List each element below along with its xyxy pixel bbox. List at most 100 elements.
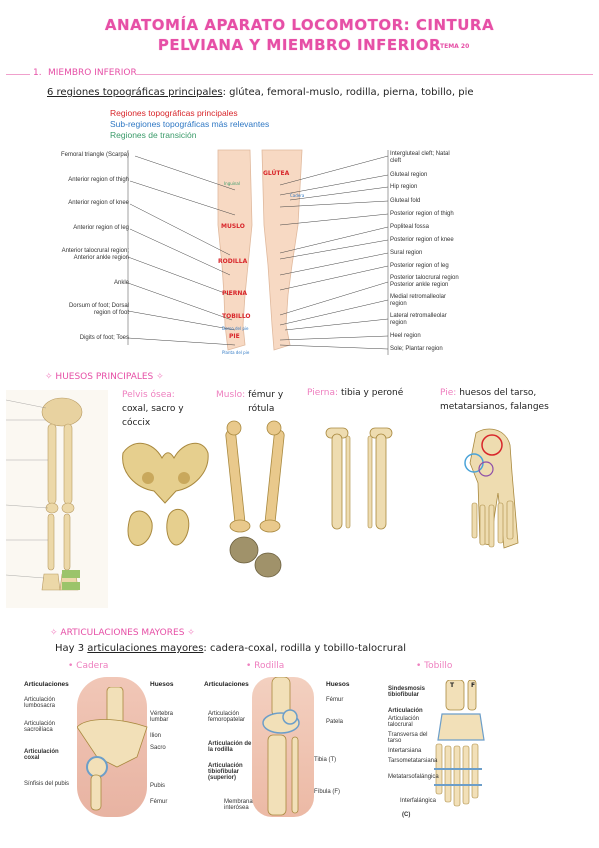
knee-right-3: Tibia (T): [314, 757, 337, 763]
right-label-2: Gluteal region: [390, 172, 428, 178]
articulaciones-subtitle: Hay 3 articulaciones mayores: cadera-cox…: [55, 643, 406, 654]
knee-joint-figure: Articulaciones Huesos Articulación femor…: [204, 677, 364, 817]
left-label-7: Dorsum of foot; Dorsal region of foot: [68, 303, 129, 316]
pierna-label: Pierna:: [307, 388, 339, 398]
ankle-bone-t: T: [450, 682, 455, 689]
right-label-4: Gluteal fold: [390, 198, 421, 204]
title-line-2: PELVIANA Y MIEMBRO INFERIOR: [157, 36, 442, 54]
label-pie: PIE: [229, 333, 240, 340]
section-divider: [6, 74, 30, 75]
hip-right-5: Fémur: [150, 799, 168, 805]
pelvis-bone-image: [122, 443, 209, 546]
ankle-label-1: Sindesmosis tibiofibular: [388, 686, 426, 698]
subtitle-underlined: articulaciones mayores: [87, 643, 204, 654]
pierna-text: tibia y peroné: [340, 388, 404, 398]
knee-right-1: Fémur: [326, 697, 344, 703]
ankle-joint-figure: T F Sindesmosis tibiofibular Articulació…: [388, 680, 498, 820]
hip-left-1: Articulación lumbosacra: [24, 697, 56, 709]
subtitle-underlined: 6 regiones topográficas principales: [47, 87, 223, 98]
label-tobillo: TOBILLO: [222, 313, 251, 320]
right-label-11: Medial retromalleolar region: [390, 294, 447, 307]
tobillo-label: Tobillo: [424, 661, 453, 671]
right-label-8: Sural region: [390, 250, 423, 256]
ankle-label-5: Intertarsiana: [388, 748, 422, 754]
cadera-caption: • Cadera: [68, 661, 109, 671]
pierna-caption: Pierna: tibia y peroné: [307, 388, 403, 398]
label-inguinal: Inguinal: [224, 181, 240, 186]
articulaciones-heading-text: ARTICULACIONES MAYORES: [60, 628, 185, 638]
tibia-bone-image: [325, 427, 393, 530]
hip-left-3: Articulación coxal: [24, 749, 59, 761]
label-rodilla: RODILLA: [218, 258, 248, 265]
huesos-heading: ✧ HUESOS PRINCIPALES ✧: [45, 372, 164, 382]
pie-text: huesos del tarso, metatarsianos, falange…: [440, 388, 549, 412]
title-line-1: ANATOMÍA APARATO LOCOMOTOR: CINTURA: [104, 16, 495, 34]
ankle-bone-f: F: [471, 682, 476, 689]
right-label-6: Popliteal fossa: [390, 224, 430, 230]
muslo-caption: Muslo: fémur y rótula: [216, 388, 312, 416]
section-heading: MIEMBRO INFERIOR: [48, 68, 137, 78]
knee-left-3: Articulación tibiofibular (superior): [208, 763, 243, 781]
right-label-14: Sole; Plantar region: [390, 346, 443, 352]
legend-blue: Sub-regiones topográficas más relevantes: [110, 119, 270, 129]
articulaciones-heading: ✧ ARTICULACIONES MAYORES ✧: [50, 628, 195, 638]
label-pierna: PIERNA: [222, 290, 248, 297]
right-label-3: Hip region: [390, 184, 418, 190]
hip-right-1: Vértebra lumbar: [150, 711, 174, 723]
pelvis-label: Pelvis ósea:: [122, 390, 175, 400]
knee-right-header: Huesos: [326, 681, 350, 688]
rodilla-caption: • Rodilla: [246, 661, 285, 671]
hip-joint-figure: Articulaciones Huesos Articulación lumbo…: [22, 677, 182, 817]
sparkle-icon: ✧: [50, 628, 58, 638]
label-planta: Planta del pie: [222, 350, 250, 355]
ankle-label-2: Articulación: [388, 708, 423, 714]
knee-right-2: Patela: [326, 719, 344, 725]
hip-right-3: Sacro: [150, 745, 166, 751]
femur-bone-image: [225, 420, 285, 578]
tobillo-caption: • Tobillo: [416, 661, 453, 671]
knee-left-header: Articulaciones: [204, 681, 249, 688]
knee-right-4: Fíbula (F): [314, 789, 341, 795]
right-label-13: Heel region: [390, 333, 421, 339]
left-label-3: Anterior region of knee: [68, 200, 129, 206]
huesos-heading-text: HUESOS PRINCIPALES: [55, 372, 154, 382]
ankle-label-6: Tarsometatarsiana: [388, 758, 438, 764]
hip-right-2: Ilion: [150, 733, 162, 739]
hip-left-header: Articulaciones: [24, 681, 69, 688]
tema-label: TEMA 20: [440, 43, 470, 50]
pie-label: Pie:: [440, 388, 457, 398]
pelvis-text: coxal, sacro y cóccix: [122, 404, 184, 428]
skeleton-diagram: [5, 390, 108, 608]
sparkle-icon: ✧: [187, 628, 195, 638]
knee-left-2: Articulación de la rodilla: [208, 741, 252, 753]
ankle-label-4: Transversa del tarso: [388, 732, 428, 744]
subtitle-rest: : glútea, femoral-muslo, rodilla, pierna…: [222, 87, 474, 98]
label-cadera: Cadera: [290, 193, 305, 198]
hip-right-4: Pubis: [150, 783, 166, 789]
right-label-7: Posterior region of knee: [390, 237, 454, 243]
cadera-label: Cadera: [76, 661, 109, 671]
ankle-label-3: Articulación talocrural: [388, 716, 420, 728]
label-muslo: MUSLO: [221, 223, 245, 230]
foot-bone-image: [464, 428, 519, 549]
right-label-9: Posterior region of leg: [390, 263, 449, 269]
subtitle-rest: : cadera-coxal, rodilla y tobillo-talocr…: [203, 643, 407, 654]
right-label-12: Lateral retromalleolar region: [390, 313, 447, 326]
ankle-label-9: (C): [402, 812, 411, 818]
ankle-label-8: Interfalángica: [400, 798, 437, 804]
label-gluteo: GLÚTEA: [263, 170, 290, 177]
left-label-5: Anterior talocrural region; Anterior ank…: [61, 248, 129, 261]
legend: Regiones topográficas principales Sub-re…: [110, 108, 269, 141]
left-label-8: Digits of foot; Toes: [79, 335, 129, 341]
sparkle-icon: ✧: [45, 372, 53, 382]
sparkle-icon: ✧: [156, 372, 164, 382]
hip-right-header: Huesos: [150, 681, 174, 688]
leg-regions-figure: [127, 149, 389, 355]
section-divider: [135, 74, 593, 75]
label-dorso: Dorso del pie: [222, 326, 249, 331]
left-label-1: Femoral triangle (Scarpa): [60, 152, 129, 158]
left-label-2: Anterior region of thigh: [68, 177, 129, 183]
right-label-1: Intergluteal cleft; Natal cleft: [390, 151, 450, 164]
hip-left-2: Articulación sacroilíaca: [24, 721, 56, 733]
rodilla-label: Rodilla: [254, 661, 285, 671]
